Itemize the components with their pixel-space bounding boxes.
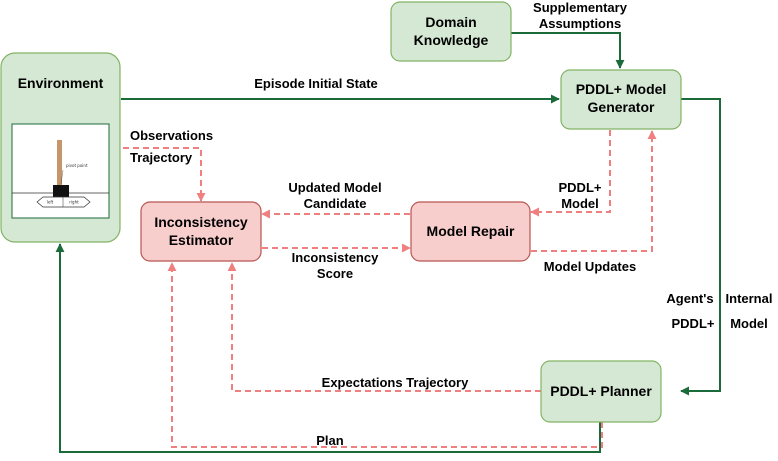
domain-knowledge-line-2: Knowledge — [414, 32, 489, 48]
model-updates-label: Model Updates — [544, 259, 636, 274]
agents-internal-label-word-1: Agent's — [666, 291, 713, 306]
domain-knowledge-node: Domain Knowledge — [390, 1, 512, 62]
left-label: left — [47, 200, 54, 205]
pivot-point-label: pivot point — [66, 163, 88, 168]
edge-internal-model — [680, 98, 721, 396]
inconsistency-estimator-line-1: Inconsistency — [154, 214, 248, 230]
pddl-model-label-line-2: Model — [561, 196, 599, 211]
inconsistency-score-label-line-2: Score — [317, 266, 353, 281]
inconsistency-score-label-line-1: Inconsistency — [292, 250, 379, 265]
edge-model-updates — [531, 130, 657, 252]
updated-model-label-line-1: Updated Model — [288, 180, 381, 195]
edge-plan-to-estimator — [167, 262, 603, 448]
right-label: right — [69, 200, 79, 205]
edge-domain-to-generator — [511, 32, 625, 69]
inconsistency-estimator-line-2: Estimator — [169, 232, 234, 248]
model-repair-label: Model Repair — [427, 223, 515, 239]
supplementary-label-line-1: Supplementary — [533, 0, 628, 15]
model-repair-node: Model Repair — [410, 201, 531, 262]
domain-knowledge-line-1: Domain — [425, 14, 476, 30]
edge-generator-to-repair — [530, 130, 611, 217]
observations-label-line-1: Observations — [130, 128, 213, 143]
edge-plan — [55, 243, 601, 453]
updated-model-label-line-2: Candidate — [304, 196, 367, 211]
episode-initial-state-label: Episode Initial State — [254, 76, 378, 91]
cartpole-illustration: pivot point left right — [11, 123, 110, 219]
planner-node: PDDL+ Planner — [540, 360, 662, 423]
supplementary-label-line-2: Assumptions — [539, 16, 621, 31]
model-generator-line-1: PDDL+ Model — [576, 81, 667, 97]
environment-label: Environment — [18, 75, 104, 91]
expectations-trajectory-label: Expectations Trajectory — [322, 375, 469, 390]
model-generator-node: PDDL+ Model Generator — [560, 69, 682, 130]
pddl-model-label-line-1: PDDL+ — [559, 180, 602, 195]
inconsistency-estimator-node: Inconsistency Estimator — [140, 201, 262, 262]
edge-observations-trajectory — [103, 147, 206, 202]
agents-internal-label-word-2: Internal — [726, 291, 773, 306]
planner-label: PDDL+ Planner — [550, 383, 652, 399]
agents-internal-label-word-4: Model — [730, 316, 768, 331]
agents-internal-label-word-3: PDDL+ — [672, 316, 715, 331]
observations-label-line-2: Trajectory — [130, 150, 193, 165]
plan-label: Plan — [316, 433, 344, 448]
model-generator-line-2: Generator — [588, 99, 655, 115]
edge-expectations-trajectory — [227, 262, 541, 392]
